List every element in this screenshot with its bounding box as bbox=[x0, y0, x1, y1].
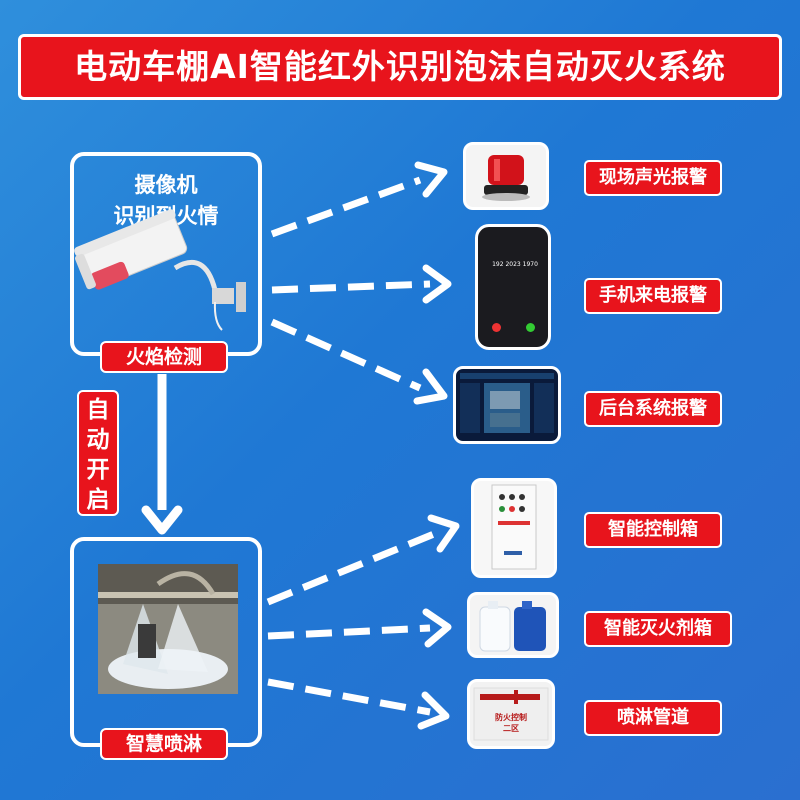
auto-start-tag: 自 动 开 启 bbox=[77, 390, 119, 516]
arrow-to-barrel bbox=[267, 624, 431, 640]
page-title: 电动车棚AI智能红外识别泡沫自动灭火系统 bbox=[18, 34, 782, 100]
arrow-to-cabinet bbox=[266, 530, 436, 606]
camera-caption-line1: 摄像机 bbox=[134, 173, 198, 197]
phone-call-icon: 192 2023 1970 bbox=[475, 224, 551, 350]
label-agent-box: 智能灭火剂箱 bbox=[584, 611, 732, 647]
sign-text-line1: 防火控制 bbox=[495, 713, 527, 722]
camera-caption-line2: 识别到火情 bbox=[113, 204, 219, 228]
label-spray-pipe: 喷淋管道 bbox=[584, 700, 722, 736]
label-backend-alarm: 后台系统报警 bbox=[584, 391, 722, 427]
agent-barrel-icon bbox=[467, 592, 559, 658]
control-cabinet-icon bbox=[471, 478, 557, 578]
arrow-to-dashboard bbox=[270, 318, 422, 392]
arrow-to-phone bbox=[271, 280, 431, 294]
label-site-alarm: 现场声光报警 bbox=[584, 160, 722, 196]
arrow-to-strobe bbox=[270, 176, 422, 238]
label-control-box: 智能控制箱 bbox=[584, 512, 722, 548]
label-phone-alarm: 手机来电报警 bbox=[584, 278, 722, 314]
sign-text-line2: 二区 bbox=[503, 724, 519, 733]
camera-caption: 摄像机 识别到火情 bbox=[74, 170, 258, 232]
spray-photo bbox=[98, 564, 238, 694]
strobe-light-icon bbox=[463, 142, 549, 210]
dashboard-icon bbox=[453, 366, 561, 444]
flame-detection-tag: 火焰检测 bbox=[100, 341, 228, 373]
arrow-to-pipe bbox=[267, 678, 431, 716]
pipe-icon: 防火控制 二区 bbox=[467, 679, 555, 749]
smart-spray-tag: 智慧喷淋 bbox=[100, 728, 228, 760]
